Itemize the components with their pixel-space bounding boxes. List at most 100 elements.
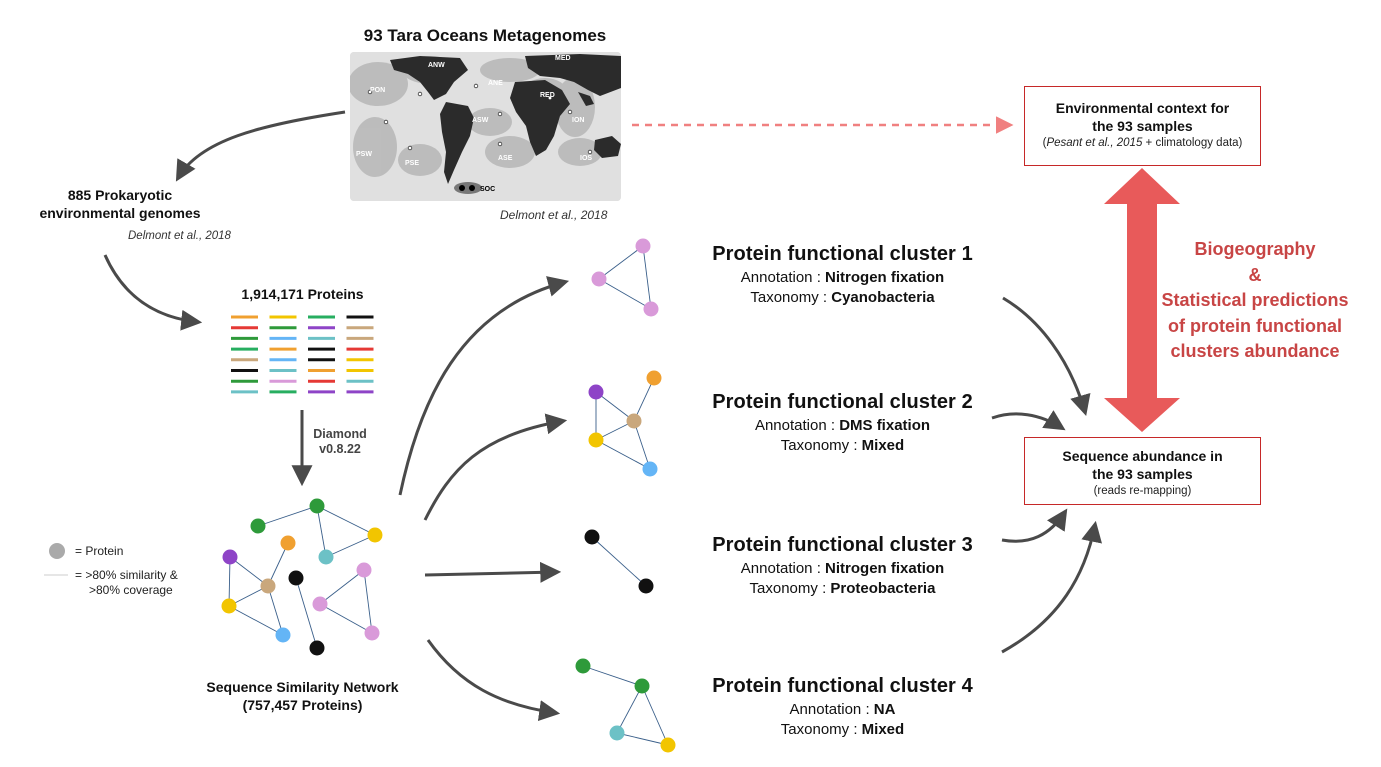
cluster-3-taxonomy: Proteobacteria	[830, 580, 936, 597]
cluster-node	[643, 301, 659, 317]
env-box-citation: (Pesant et al., 2015 + climatology data)	[1025, 135, 1260, 151]
arrow-genomes-to-proteins	[103, 254, 203, 331]
cluster-4-annotation: NA	[873, 701, 896, 718]
genomes-title: 885 Prokaryotic environmental genomes	[20, 186, 220, 222]
cluster-3-annotation: Nitrogen fixation	[825, 560, 945, 577]
legend-protein-label: = Protein	[75, 544, 124, 558]
bio-line5: clusters abundance	[1170, 341, 1340, 361]
arrow-network-to-cluster-4	[426, 639, 561, 722]
cluster-node	[638, 578, 654, 594]
cluster-1-annotation-label: Annotation :	[740, 269, 826, 286]
env-box-cite-italic: Pesant et al., 2015	[1046, 137, 1143, 149]
env-box-cite-rest: + climatology data)	[1142, 137, 1243, 149]
arrow-network-to-cluster-1	[398, 276, 570, 496]
legend-protein-dot	[49, 543, 65, 559]
cluster-node	[635, 238, 651, 254]
cluster-4-title: Protein functional cluster 4	[712, 675, 973, 697]
abundance-box-sub: (reads re-mapping)	[1093, 485, 1192, 497]
cluster-4-taxonomy-label: Taxonomy :	[780, 721, 862, 738]
map-region-label: IOS	[580, 155, 592, 162]
proteins-title: 1,914,171 Proteins	[241, 286, 364, 302]
diamond-version: v0.8.22	[319, 442, 361, 456]
map-region-label: PSE	[405, 160, 419, 167]
cluster-3-taxonomy-label: Taxonomy :	[749, 580, 831, 597]
cluster-4-info: Protein functional cluster 4 Annotation …	[690, 675, 995, 740]
env-box-line1: Environmental context for	[1055, 100, 1230, 116]
cluster-2-graph	[588, 370, 662, 477]
cluster-2-taxonomy-label: Taxonomy :	[780, 437, 862, 454]
map-region-label: ION	[572, 117, 584, 124]
arrow-map-to-genomes	[175, 110, 346, 182]
cluster-node	[626, 413, 642, 429]
cluster-node	[584, 529, 600, 545]
cluster-2-info: Protein functional cluster 2 Annotation …	[690, 391, 995, 456]
cluster-1-annotation: Nitrogen fixation	[825, 269, 945, 286]
map-region-label: ANW	[428, 62, 445, 69]
cluster-3-info: Protein functional cluster 3 Annotation …	[690, 534, 995, 599]
genomes-citation: Delmont et al., 2018	[128, 230, 231, 242]
arrow-cluster-3-to-abundance	[1001, 508, 1068, 543]
cluster-3-annotation-label: Annotation :	[740, 560, 826, 577]
cluster-1-taxonomy: Cyanobacteria	[831, 289, 935, 306]
network-node	[367, 527, 383, 543]
cluster-node	[588, 384, 604, 400]
network-node	[275, 627, 291, 643]
diamond-name: Diamond	[313, 427, 367, 441]
network-node	[356, 562, 372, 578]
cluster-node	[588, 432, 604, 448]
bio-line2: &	[1248, 264, 1262, 285]
cluster-2-title: Protein functional cluster 2	[712, 391, 973, 413]
cluster-2-taxonomy: Mixed	[861, 437, 905, 454]
network-node	[309, 640, 325, 656]
cluster-node	[591, 271, 607, 287]
arrow-cluster-2-to-abundance	[991, 410, 1066, 431]
cluster-2-annotation-label: Annotation :	[754, 417, 840, 434]
network-node	[221, 598, 237, 614]
map-region-label: RED	[540, 92, 555, 99]
cluster-4-graph	[575, 658, 676, 753]
arrow-cluster-4-to-abundance	[1001, 520, 1102, 654]
network-node	[250, 518, 266, 534]
cluster-1-title: Protein functional cluster 1	[712, 243, 973, 265]
network-node	[309, 498, 325, 514]
map-region-label: ASW	[472, 117, 489, 124]
network-nodes	[221, 498, 383, 656]
cluster-1-graph	[591, 238, 659, 317]
diamond-label: Diamond v0.8.22	[290, 427, 390, 457]
world-map-image: ANW MED PON ANE RED ASW ION PSW PSE ASE …	[350, 52, 621, 201]
cluster-node	[575, 658, 591, 674]
tara-oceans-map: ANW MED PON ANE RED ASW ION PSW PSE ASE …	[350, 52, 621, 201]
bio-line4: of protein functional	[1168, 315, 1342, 336]
cluster-4-taxonomy: Mixed	[861, 721, 905, 738]
map-region-label: ASE	[498, 155, 513, 162]
protein-sequence-lines	[231, 315, 374, 394]
network-title-line1: Sequence Similarity Network	[206, 679, 399, 695]
network-node	[260, 578, 276, 594]
map-region-label: PSW	[356, 151, 372, 158]
map-title: 93 Tara Oceans Metagenomes	[363, 26, 607, 45]
cluster-3-title: Protein functional cluster 3	[712, 534, 973, 556]
map-region-label: MED	[555, 55, 571, 62]
sequence-similarity-network-graph	[228, 505, 376, 649]
abundance-box-line2: the 93 samples	[1092, 466, 1193, 482]
arrow-network-to-cluster-3	[424, 561, 562, 583]
bio-line3: Statistical predictions	[1161, 290, 1349, 310]
network-title: Sequence Similarity Network (757,457 Pro…	[180, 678, 425, 714]
cluster-node	[609, 725, 625, 741]
biogeography-text: Biogeography & Statistical predictions o…	[1150, 237, 1360, 365]
network-node	[280, 535, 296, 551]
cluster-node	[646, 370, 662, 386]
arrow-cluster-1-to-abundance	[1002, 296, 1091, 417]
env-box-line2: the 93 samples	[1092, 118, 1193, 134]
cluster-node	[634, 678, 650, 694]
map-region-label: SOC	[480, 186, 495, 193]
network-node	[312, 596, 328, 612]
network-node	[222, 549, 238, 565]
cluster-3-graph	[584, 529, 654, 594]
cluster-node	[642, 461, 658, 477]
double-arrow-biogeography	[1104, 168, 1180, 432]
map-region-label: ANE	[488, 80, 503, 87]
cluster-4-annotation-label: Annotation :	[789, 701, 874, 718]
environmental-context-box: Environmental context for the 93 samples…	[1024, 86, 1261, 166]
legend-edge-line1: = >80% similarity &	[75, 568, 178, 582]
